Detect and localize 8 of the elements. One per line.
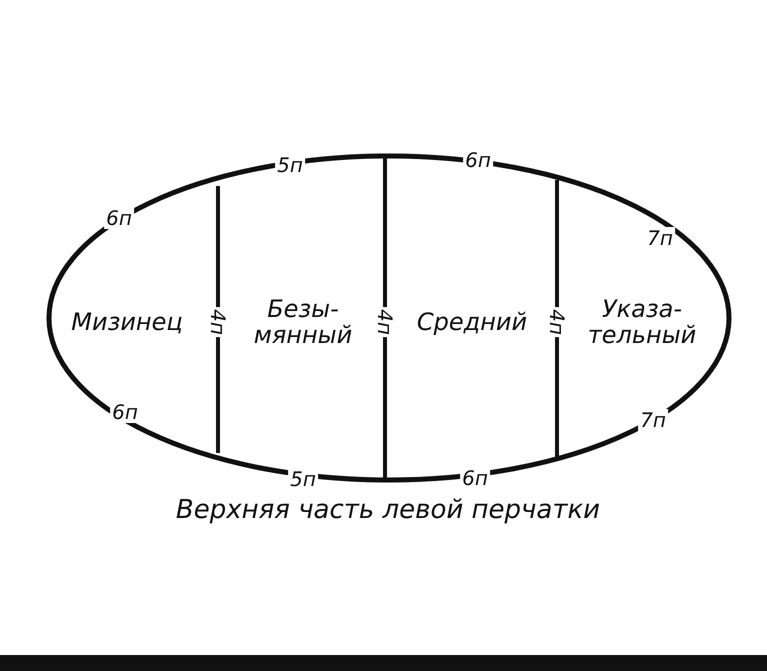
finger-name: Безы- мянный (248, 296, 358, 348)
finger-name: Средний (397, 309, 547, 335)
stitch-count: 6п (104, 207, 134, 229)
finger-name: Указа- тельный (567, 296, 717, 348)
stitch-count: 6п (110, 401, 140, 423)
stitch-count: 7п (638, 409, 668, 431)
finger-name: Мизинец (52, 309, 202, 335)
caption: Верхняя часть левой перчатки (176, 497, 600, 523)
